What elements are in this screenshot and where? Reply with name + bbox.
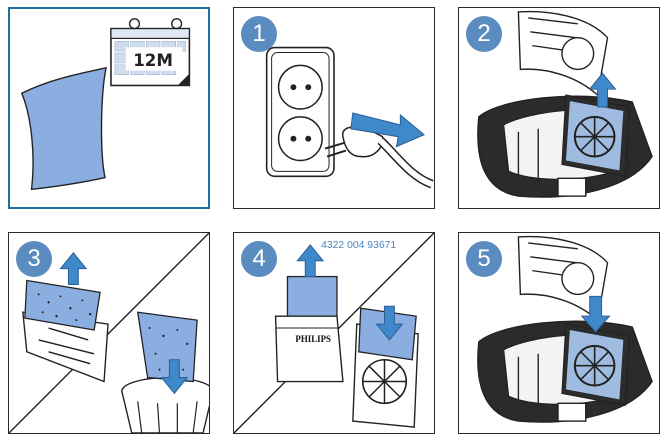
panel-step-2: 2: [458, 7, 660, 209]
part-number: 4322 004 93671: [321, 240, 396, 251]
replace-filter-illustration: [477, 235, 653, 423]
panel-step-4: 4 4322 004 93671 PHILIPS: [233, 232, 435, 434]
power-plug: [324, 126, 434, 189]
remove-filter-illustration: [477, 10, 653, 198]
filter-package: [274, 275, 344, 383]
calendar-label: 12M: [133, 51, 173, 70]
lift-arrow: [296, 244, 325, 278]
step-number-badge: 3: [16, 241, 52, 277]
lift-arrow: [59, 252, 88, 285]
brand-label: PHILIPS: [295, 334, 331, 344]
replacement-interval-illustration: 12M: [20, 18, 191, 191]
discarded-filter-sheet: [136, 311, 198, 383]
panel-replacement-interval: 12M: [8, 7, 210, 209]
filter-frame: [561, 94, 630, 178]
waste-bin: [121, 376, 209, 433]
insert-arrow: [375, 305, 404, 341]
step-number-badge: 1: [241, 16, 277, 52]
calendar-icon: [110, 18, 191, 87]
filter-sheet: [20, 66, 107, 191]
step-number-badge: 5: [466, 241, 502, 277]
lift-arrow: [588, 72, 617, 108]
panel-step-1: 1: [233, 7, 435, 209]
unplug-illustration: [265, 46, 434, 189]
insert-new-filter-illustration: 4322 004 93671 PHILIPS: [234, 233, 434, 433]
step-number-badge: 4: [241, 241, 277, 277]
filter-frame: [561, 323, 630, 406]
used-filter-sheet: [24, 279, 101, 331]
panel-step-5: 5: [458, 232, 660, 434]
discard-filter-illustration: [9, 233, 209, 433]
wall-socket: [265, 46, 335, 178]
drop-arrow: [160, 359, 189, 395]
panel-step-3: 3: [8, 232, 210, 434]
insert-arrow: [580, 295, 611, 333]
step-number-badge: 2: [466, 16, 502, 52]
pull-arrow: [350, 112, 426, 148]
filter-frame: [22, 311, 109, 383]
